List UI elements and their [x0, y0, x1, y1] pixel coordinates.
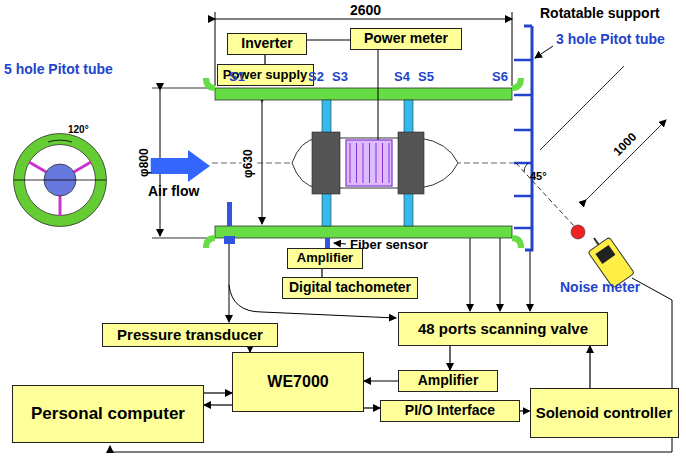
signal-connector [589, 346, 590, 388]
leader-line [535, 46, 553, 58]
part-label: 5 hole Pitot tube [4, 62, 113, 77]
pressure-line [530, 250, 531, 311]
tachometer-box: Digital tachometer [282, 277, 418, 299]
pitot-rake [514, 60, 532, 228]
dimension-line [540, 66, 624, 150]
station-label: S3 [332, 70, 348, 84]
station-label: S5 [418, 70, 434, 84]
pressure-transducer-box: Pressure transducer [102, 323, 278, 347]
motor [346, 140, 392, 186]
dimension-label: φ630 [242, 149, 255, 178]
box-label: Personal computer [31, 405, 185, 424]
box-label: Digital tachometer [289, 280, 411, 295]
box-label: Pressure transducer [117, 327, 263, 344]
part-label: 3 hole Pitot tube [556, 32, 665, 47]
box-label: Amplifier [297, 251, 353, 265]
daq-box: WE7000 [232, 352, 364, 412]
rotor [312, 132, 340, 194]
signal-connector [204, 392, 232, 393]
box-label: PI/O Interface [405, 403, 495, 418]
station-label: S4 [394, 70, 410, 84]
box-label: 48 ports scanning valve [418, 321, 588, 338]
power-wire [378, 50, 379, 140]
angle-label: 120° [68, 124, 89, 135]
signal-connector [364, 380, 398, 381]
dimension-label: 1000 [611, 130, 639, 158]
microphone [571, 225, 585, 239]
tunnel-wall [215, 226, 512, 238]
measurement-axis [516, 163, 574, 226]
scanning-valve-box: 48 ports scanning valve [398, 312, 608, 346]
angle-label: 45° [530, 170, 547, 182]
station-label: S1 [229, 70, 245, 84]
pressure-line [470, 238, 471, 311]
signal-connector [364, 407, 380, 408]
part-label: Noise meter [560, 280, 640, 295]
tunnel-wall [215, 88, 512, 100]
box-label: Solenoid controller [536, 405, 673, 422]
solenoid-controller-box: Solenoid controller [530, 388, 679, 438]
signal-connector [520, 410, 530, 411]
five-hole-pitot-tube [227, 202, 232, 226]
signal-connector [264, 55, 265, 64]
amplifier-box: Amplifier [398, 370, 498, 392]
air-flow-arrow [150, 150, 210, 182]
dimension-label: 2600 [350, 3, 381, 18]
box-label: WE7000 [267, 373, 328, 391]
signal-connector [204, 404, 232, 405]
part-label: Fiber sensor [350, 238, 428, 252]
dimension-line [215, 19, 512, 20]
box-label: Inverter [241, 36, 292, 51]
rotor [398, 132, 424, 194]
power-meter-box: Power meter [350, 28, 462, 50]
signal-connector [449, 346, 450, 370]
box-label: Power meter [364, 31, 448, 46]
signal-connector [307, 39, 350, 40]
leader-line [334, 243, 346, 244]
computer-box: Personal computer [12, 385, 204, 443]
fiber-sensor [325, 238, 330, 248]
signal-connector [321, 269, 322, 277]
inverter-box: Inverter [227, 33, 307, 55]
box-label: Amplifier [418, 373, 479, 388]
dimension-label: φ800 [138, 148, 151, 177]
extension-line [512, 12, 513, 86]
station-label: S6 [492, 70, 508, 84]
pressure-line [500, 238, 501, 311]
pressure-line [229, 244, 230, 322]
interface-box: PI/O Interface [380, 400, 520, 422]
part-label: Rotatable support [540, 6, 660, 21]
extension-line [215, 12, 216, 86]
dimension-line [586, 120, 666, 200]
flow-label: Air flow [148, 184, 199, 199]
station-label: S2 [308, 70, 324, 84]
